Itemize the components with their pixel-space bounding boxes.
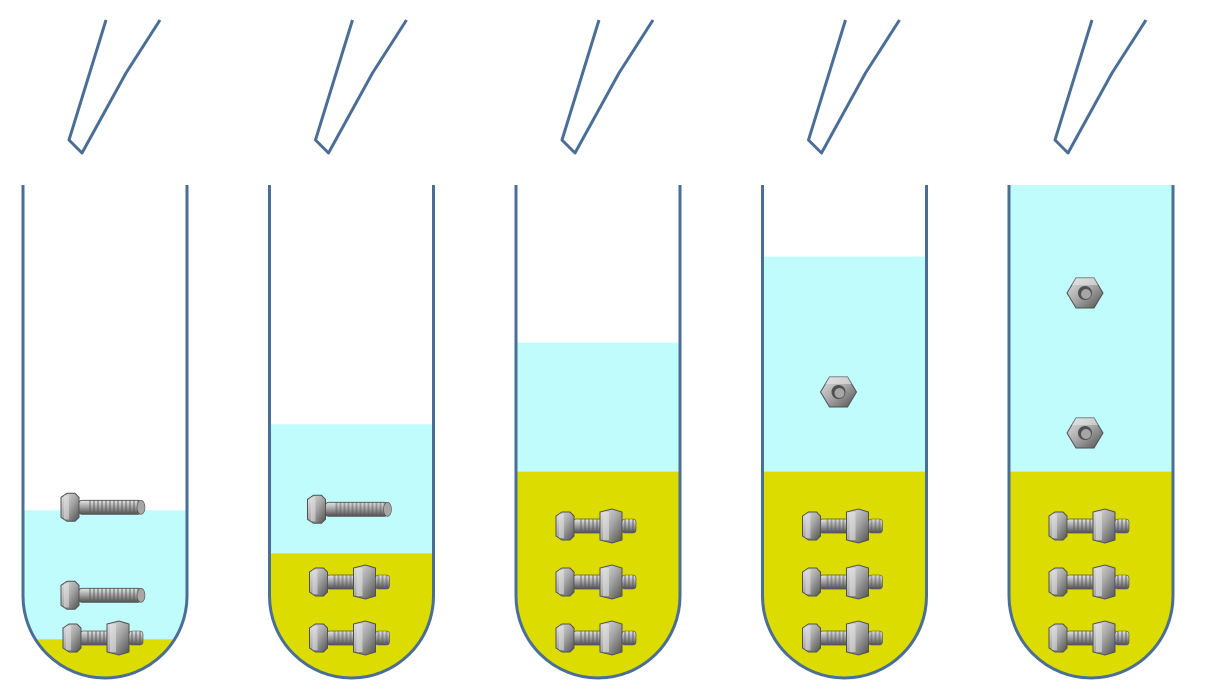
free-nut <box>819 376 858 408</box>
bolt-nut-pair <box>555 508 637 544</box>
test-tube-outline <box>1007 185 1175 680</box>
bolt-nut-pair <box>802 564 883 600</box>
test-tube-outline <box>268 185 435 680</box>
pipette-tip <box>1053 19 1148 155</box>
bolt-nut-pair <box>1048 508 1130 544</box>
test-tube-outline <box>761 185 928 680</box>
bolt-nut-pair <box>1048 564 1130 600</box>
free-nut <box>1066 277 1104 309</box>
bolt-nut-pair <box>62 620 144 656</box>
tube-3 <box>514 19 682 680</box>
bolt-nut-pair <box>309 620 390 656</box>
test-tube-outline <box>514 185 682 680</box>
bolt-nut-pair <box>555 564 637 600</box>
free-bolt <box>60 492 146 522</box>
bolt-nut-pair <box>802 620 883 656</box>
tube-contents <box>516 342 680 678</box>
pipette-tip <box>560 19 655 155</box>
tube-5 <box>1007 19 1175 680</box>
pipette-tip <box>807 19 901 155</box>
product-layer <box>269 553 434 678</box>
tube-1 <box>21 19 189 680</box>
tube-4 <box>761 19 928 680</box>
bolt-nut-pair <box>1048 620 1130 656</box>
test-tube-outline <box>21 185 189 680</box>
bolt-nut-pair <box>309 564 390 600</box>
tube-2 <box>268 19 435 680</box>
free-bolt <box>307 494 392 524</box>
free-nut <box>1066 417 1104 449</box>
pipette-tip <box>314 19 408 155</box>
product-layer <box>23 639 187 678</box>
bolt-nut-pair <box>802 508 883 544</box>
pipette-tip <box>67 19 162 155</box>
bolt-nut-pair <box>555 620 637 656</box>
free-bolt <box>60 580 146 610</box>
tube-contents <box>762 256 927 678</box>
